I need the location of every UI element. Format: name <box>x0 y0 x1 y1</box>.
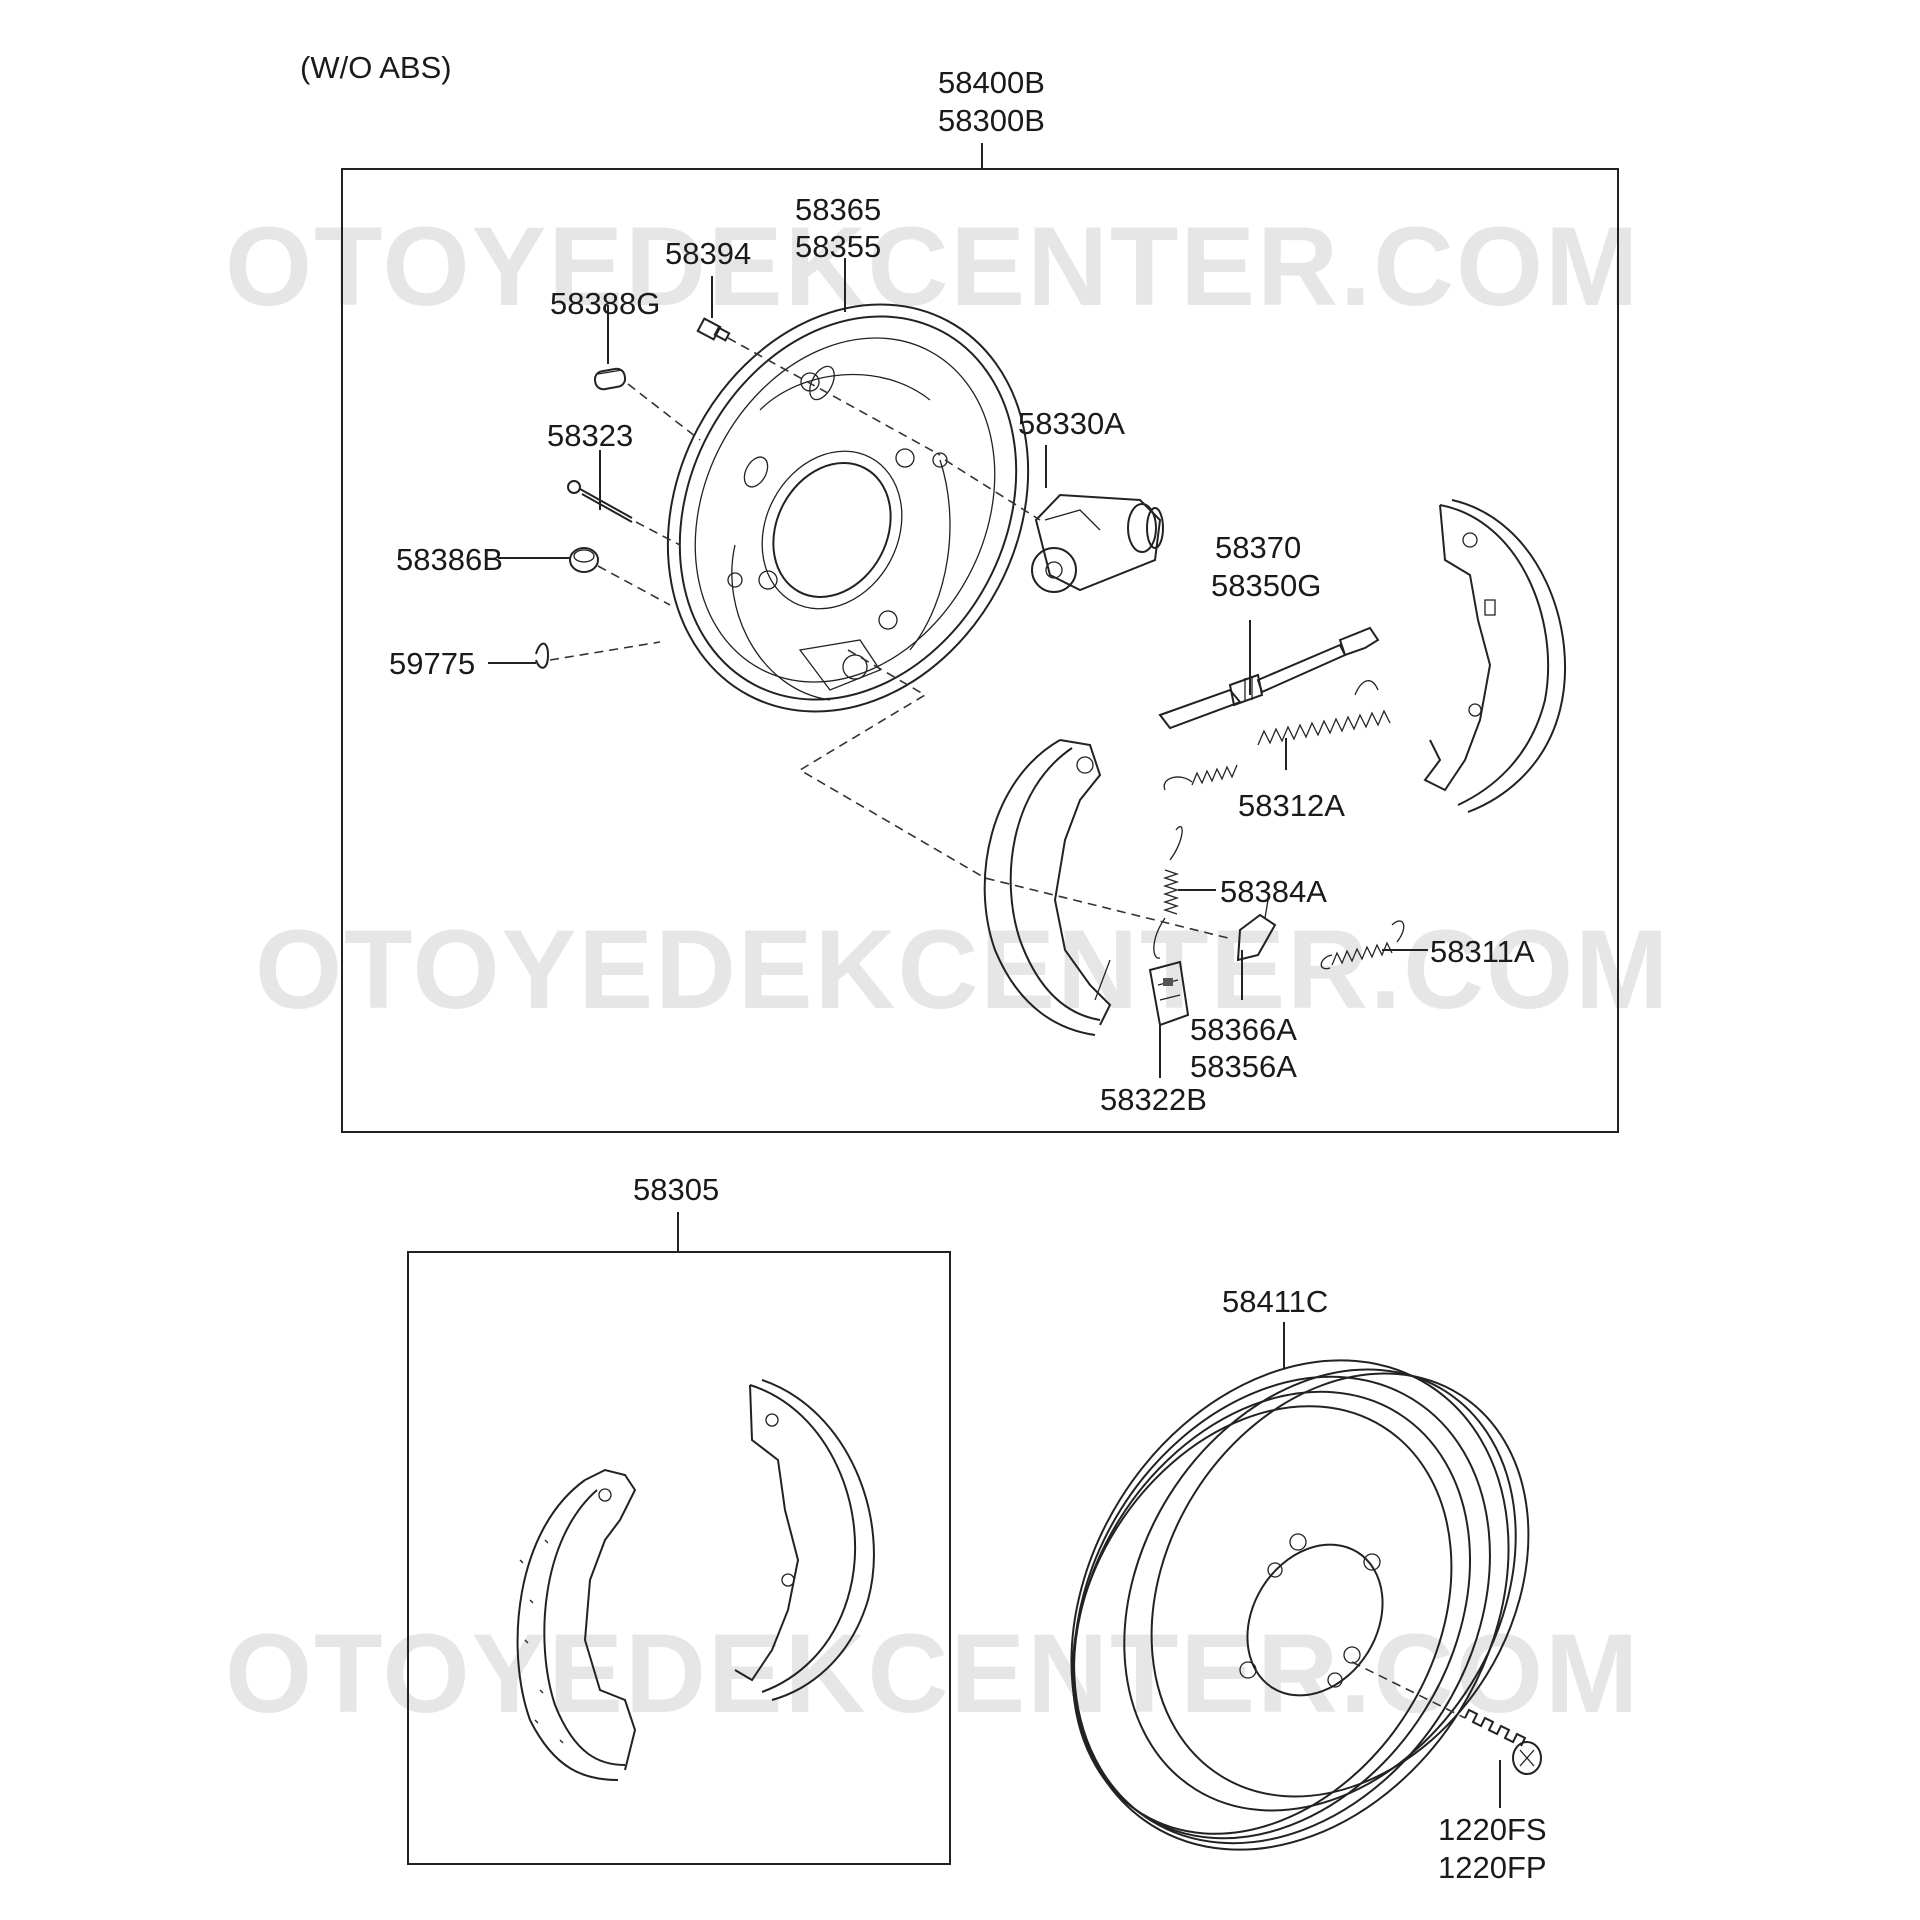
variant-note: (W/O ABS) <box>300 50 452 85</box>
lower-spring-58311a <box>1320 920 1405 970</box>
callout-58394: 58394 <box>665 236 751 271</box>
backing-plate <box>666 303 1030 713</box>
lever-58366a <box>1236 899 1277 962</box>
callout-1220fp: 1220FP <box>1438 1850 1547 1885</box>
shoe-kit-frame <box>407 1251 951 1865</box>
watermark-bottom: OTOYEDEKCENTER.COM <box>225 1611 1640 1736</box>
callout-58350g: 58350G <box>1211 568 1321 603</box>
callout-58356a: 58356A <box>1190 1049 1297 1084</box>
watermark-top: OTOYEDEKCENTER.COM <box>225 204 1640 329</box>
pin-58323 <box>567 480 633 523</box>
right-brake-shoe <box>1423 499 1567 813</box>
retainer-58322b <box>1148 960 1190 1027</box>
callout-58384a: 58384A <box>1220 874 1327 909</box>
callout-59775: 59775 <box>389 646 475 681</box>
assembly-code-58400b: 58400B <box>938 65 1045 100</box>
callout-58386b: 58386B <box>396 542 503 577</box>
assembly-code-58305: 58305 <box>633 1172 719 1207</box>
clip-59775 <box>535 642 550 669</box>
brake-drum <box>1070 1359 1530 1851</box>
plug-58388g <box>593 367 627 391</box>
upper-spring-58312a <box>1163 680 1391 791</box>
callout-58366a: 58366A <box>1190 1012 1297 1047</box>
watermark-middle: OTOYEDEKCENTER.COM <box>255 907 1670 1032</box>
drum-bolt <box>1464 1708 1542 1775</box>
bolt-58394 <box>696 317 731 342</box>
assembly-code-58411c: 58411C <box>1222 1284 1328 1319</box>
callout-58323: 58323 <box>547 418 633 453</box>
wheel-cylinder-58330a <box>1031 493 1164 593</box>
hold-spring-58384a <box>1153 826 1183 959</box>
callout-58388g: 58388G <box>550 286 660 321</box>
kit-right-shoe <box>734 1379 875 1701</box>
callout-58330a: 58330A <box>1018 406 1125 441</box>
assembly-code-58300b: 58300B <box>938 103 1045 138</box>
callout-58370: 58370 <box>1215 530 1301 565</box>
callout-58365: 58365 <box>795 192 881 227</box>
left-brake-shoe <box>983 739 1112 1036</box>
callout-58312a: 58312A <box>1238 788 1345 823</box>
kit-left-shoe <box>516 1468 637 1781</box>
grommet-58386b <box>569 547 599 573</box>
callout-58311a: 58311A <box>1430 934 1535 969</box>
callout-58322b: 58322B <box>1100 1082 1207 1117</box>
callout-1220fs: 1220FS <box>1438 1812 1547 1847</box>
callout-58355: 58355 <box>795 229 881 264</box>
brake-assembly-frame <box>341 168 1619 1133</box>
adjuster-58370 <box>1158 626 1380 730</box>
